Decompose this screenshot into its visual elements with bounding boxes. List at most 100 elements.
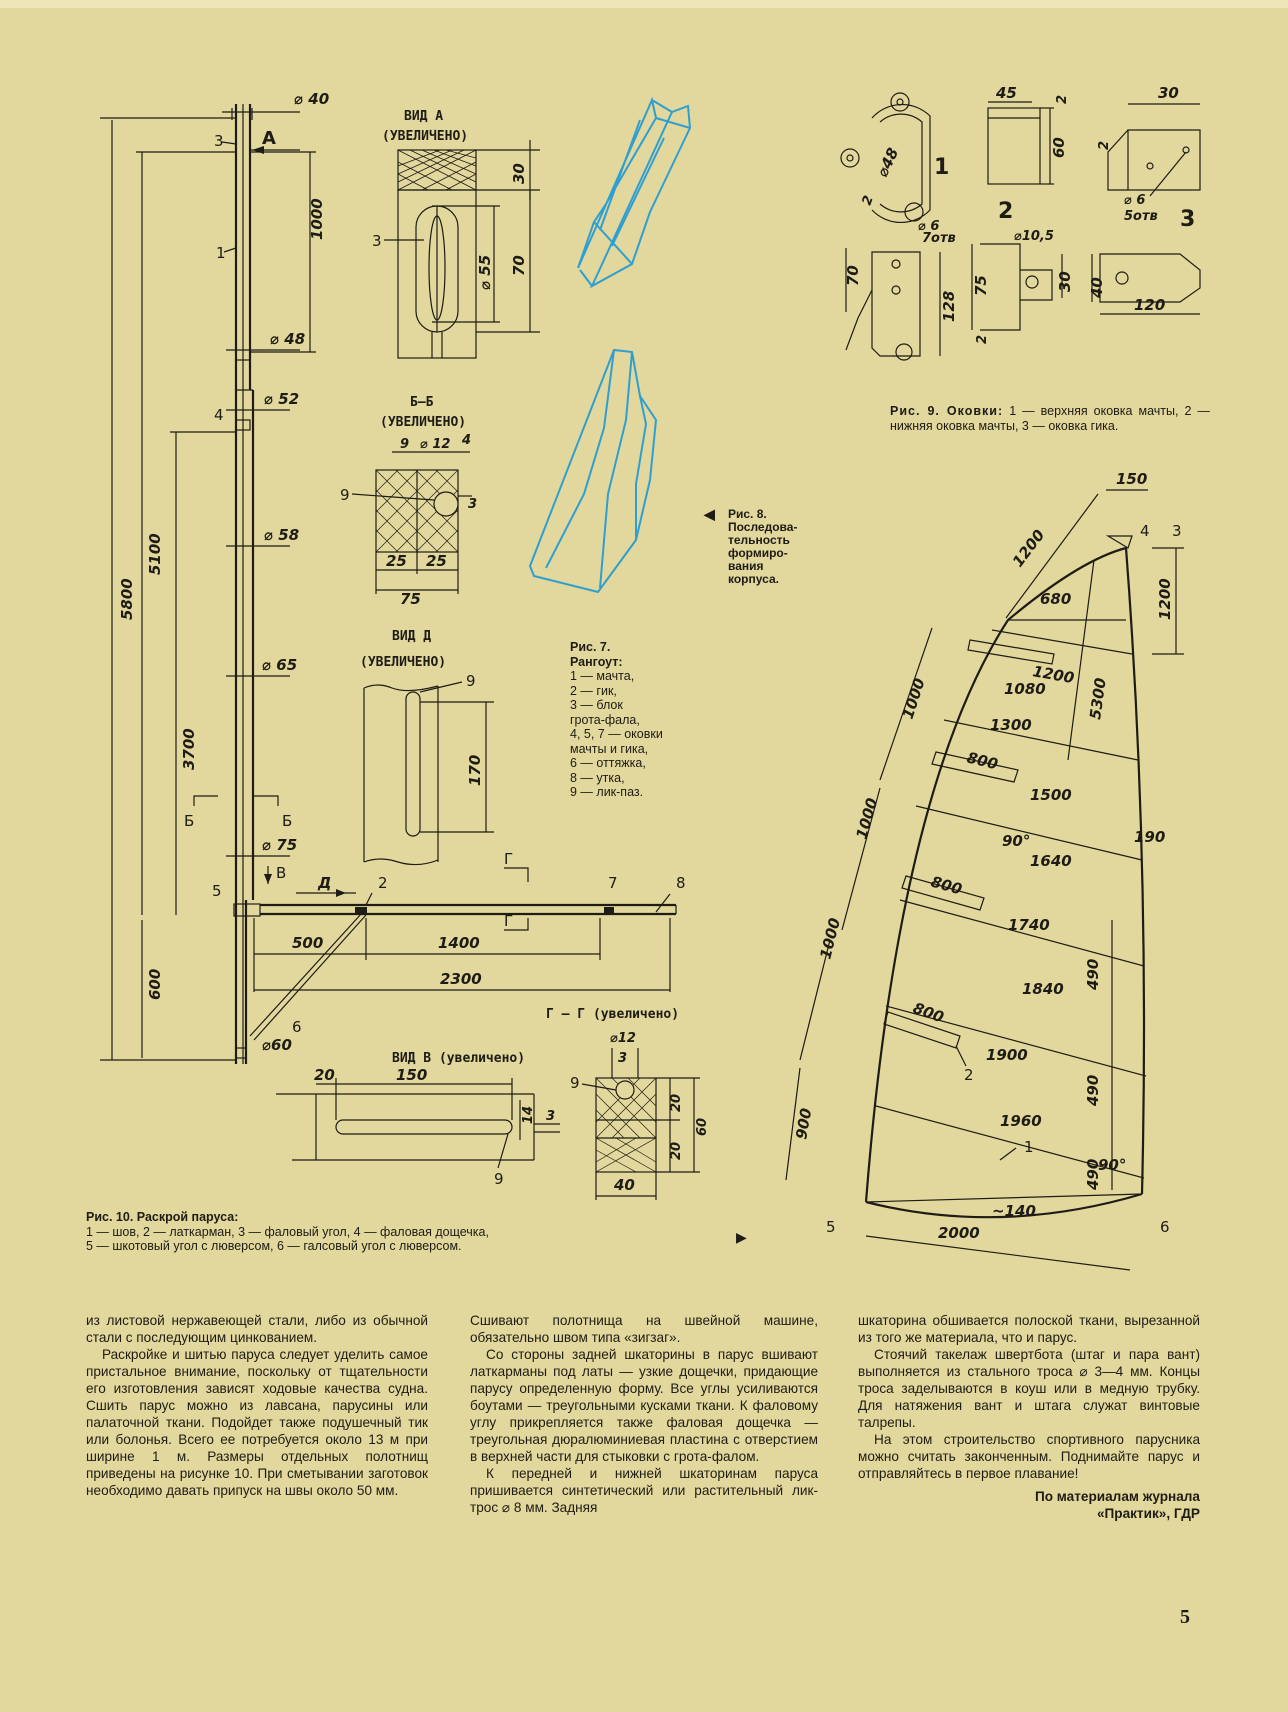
fig10-caption: Рис. 10. Раскрой паруса: 1 — шов, 2 — ла… (86, 1210, 747, 1254)
label-fig7-marks-g1: Г (504, 850, 513, 868)
label-article-col2-1: Со стороны задней шкаторины в парус вшив… (470, 1347, 818, 1464)
label-fig10-dims-w1080: 1080 (1004, 680, 1046, 698)
drawing-stroke (895, 343, 913, 361)
label-fig7-dims-h1400: 1400 (438, 934, 480, 952)
label-fig7-dims-d65: ⌀ 65 (262, 656, 297, 674)
label-fig9-dims-h30: 30 (1158, 84, 1179, 102)
label-fig9-dims-d6a: ⌀ 6 (918, 219, 939, 234)
label-fig10-dims-w1000a: 1000 (899, 676, 929, 721)
label-fig7-dims-v170: 170 (466, 755, 484, 786)
drawing-stroke (871, 251, 921, 357)
label-fig7-marks-v: В (276, 864, 286, 882)
drawing-stroke (604, 907, 614, 913)
label-fig7-caption_lines-0: 1 — мачта, (570, 669, 635, 683)
label-fig7-dims-h25b: 25 (426, 552, 447, 570)
label-fig9-dims-h45: 45 (995, 84, 1017, 102)
drawing-stroke (419, 681, 463, 693)
drawing-stroke (235, 419, 251, 431)
label-fig9-dims-h120: 120 (1134, 296, 1165, 314)
label-fig10-dims-w680: 680 (1040, 590, 1071, 608)
drawing-stroke (899, 899, 1145, 967)
label-fig10-marks-m6: 6 (1160, 1218, 1170, 1236)
drawing-stroke (579, 99, 691, 287)
label-fig9-dims-otv5: 5отв (1124, 209, 1158, 224)
label-fig7-dims-h3: 3 (468, 497, 477, 512)
label-fig10-dims-w1300: 1300 (990, 716, 1032, 734)
label-fig9-dims-h60: 60 (1050, 137, 1068, 158)
section-g-g: Г – Г (увеличено) ⌀12 3 9 20 20 60 40 (546, 1007, 710, 1200)
label-fig7-caption_lines-1: 2 — гик, (570, 683, 617, 698)
drawing-stroke (991, 629, 1133, 655)
label-fig7-view_a_sub: (УВЕЛИЧЕНО) (382, 129, 468, 144)
label-fig7-marks-m9c: 9 (494, 1170, 504, 1188)
drawing-stroke (1146, 162, 1154, 170)
drawing-stroke (504, 918, 529, 931)
label-fig9-dims-otv7: 7отв (922, 231, 956, 246)
drawing-stroke (253, 914, 367, 1041)
drawing-stroke (355, 907, 367, 913)
label-fig7-dims-d58: ⌀ 58 (264, 526, 299, 544)
label-fig7-marks-d: Д (317, 874, 331, 892)
label-fig8-caption-4: вания (728, 559, 764, 573)
drawing-stroke (589, 104, 692, 289)
fittings-drawing: ⌀48 2 1 45 60 2 2 30 2 ⌀ 6 5отв 3 ⌀ 6 7о… (840, 84, 1201, 361)
drawing-stroke (865, 1235, 1131, 1271)
drawing-stroke (1149, 151, 1187, 197)
drawing-stroke (841, 787, 881, 931)
drawing-stroke (254, 795, 279, 806)
section-b-b: Б–Б (УВЕЛИЧЕНО) 9 9 ⌀ 12 4 3 25 25 75 (340, 395, 477, 608)
drawing-stroke (1020, 269, 1053, 301)
drawing-stroke (615, 1080, 635, 1100)
label-fig7-dims-h3b: 3 (546, 1109, 555, 1124)
label-fig10-dims-w490c: 490 (1084, 1159, 1102, 1191)
signature-line-1: По материалам журнала (1034, 1489, 1200, 1504)
drawing-stroke (901, 875, 985, 911)
drawing-stroke (875, 1105, 1145, 1179)
drawing-stroke (885, 1005, 1147, 1077)
label-fig7-section_bb_sub: (УВЕЛИЧЕНО) (380, 415, 466, 430)
label-fig7-dims-d12a: ⌀ 12 (420, 437, 450, 452)
label-fig9-dims-h75: 75 (972, 275, 990, 296)
label-fig7-dims-d55: ⌀ 55 (476, 255, 494, 290)
label-fig10-caption_line2: 5 — шкотовый угол с люверсом, 6 — галсов… (86, 1239, 462, 1253)
drawing-stroke (943, 719, 1139, 761)
label-fig7-dims-h2300: 2300 (440, 970, 482, 988)
label-fig10-dims-w1500: 1500 (1030, 786, 1072, 804)
drawing-stroke (871, 103, 931, 223)
label-fig9-dims-d6b: ⌀ 6 (1124, 193, 1145, 208)
drawing-stroke (655, 893, 671, 913)
drawing-stroke (433, 491, 459, 517)
label-fig7-dims-v70: 70 (510, 255, 528, 276)
label-fig7-dims-v30: 30 (510, 163, 528, 184)
drawing-stroke (980, 243, 1021, 331)
drawing-stroke (397, 189, 477, 359)
drawing-stroke (351, 493, 435, 501)
label-fig10-caption_line1: 1 — шов, 2 — латкарман, 3 — фаловый угол… (86, 1224, 489, 1239)
drawing-stroke (635, 395, 658, 541)
label-fig8-caption-1: Последова- (728, 520, 798, 534)
label-fig7-caption_lines-8: 9 — лик-паз. (570, 785, 644, 799)
label-fig7-dims-h20: 20 (314, 1066, 335, 1084)
drawing-stroke (1127, 129, 1201, 191)
drawing-stroke (545, 349, 633, 589)
fig7-caption: Рис. 7. Рангоут: 1 — мачта, 2 — гик, 3 —… (570, 640, 730, 800)
label-fig10-dims-w1200b: 1200 (1156, 578, 1174, 620)
fig8-arrow-icon: ◀ (704, 506, 715, 522)
label-fig7-view_d_title: ВИД Д (392, 629, 431, 644)
label-fig9-dims-h70: 70 (844, 265, 862, 286)
drawing-stroke (955, 1045, 967, 1067)
label-fig8-caption-5: корпуса. (728, 572, 779, 586)
label-fig7-caption_lines-3: грота-фала, (570, 712, 640, 727)
article-column-1: из листовой нержавеющей стали, либо из о… (86, 1312, 428, 1499)
label-fig7-marks-b2: Б (282, 812, 292, 830)
drawing-stroke (235, 1047, 247, 1059)
label-fig10-dims-w800b: 800 (929, 873, 964, 899)
drawing-stroke (931, 751, 1019, 783)
drawing-stroke (879, 113, 923, 213)
drawing-stroke (999, 1147, 1017, 1161)
drawing-stroke (249, 912, 363, 1037)
label-fig7-dims-h9: 9 (400, 437, 409, 452)
label-fig7-dims-d60: ⌀60 (262, 1036, 292, 1054)
drawing-stroke (883, 1011, 961, 1049)
label-fig9-labels-n2: 2 (998, 199, 1013, 224)
